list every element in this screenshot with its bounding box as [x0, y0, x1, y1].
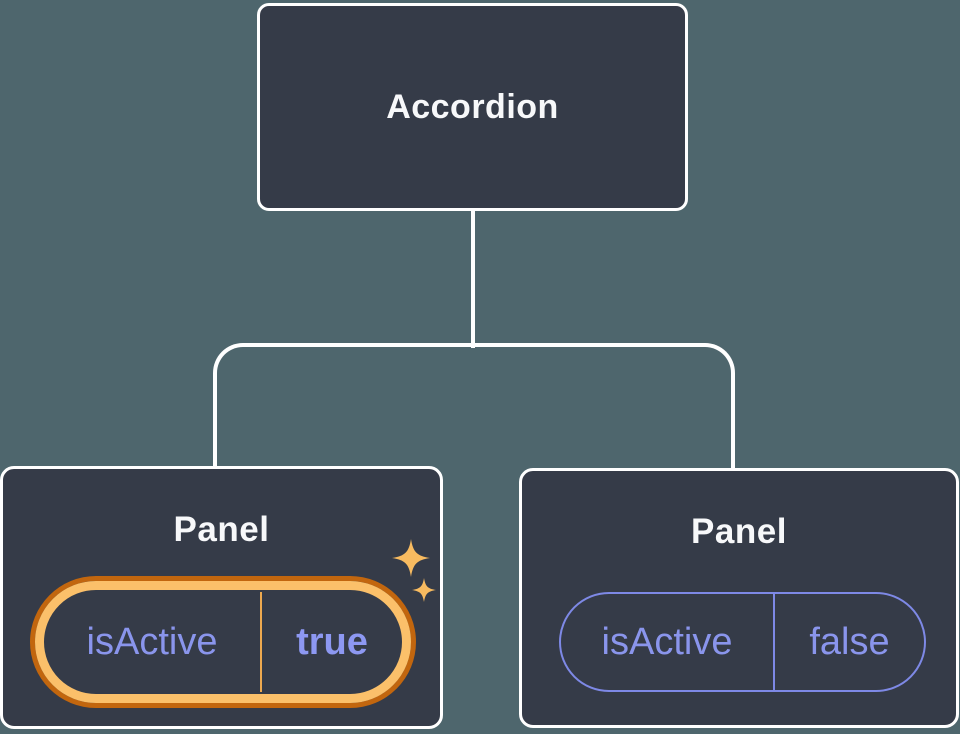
pill-divider [260, 592, 262, 692]
prop-value-label: false [809, 620, 890, 663]
prop-name-label: isActive [601, 620, 733, 663]
accordion-label: Accordion [386, 87, 559, 126]
connector-stem [471, 208, 475, 348]
panel-label: Panel [691, 512, 787, 551]
pill-divider [773, 594, 775, 690]
component-node-accordion: Accordion [257, 3, 688, 211]
state-pill-active: isActive true [35, 581, 411, 703]
panel-label: Panel [173, 510, 270, 549]
state-pill-inactive: isActive false [559, 592, 926, 692]
component-node-panel-active: Panel isActive true [0, 466, 443, 729]
connector-branch [213, 343, 735, 470]
sparkles-icon [392, 539, 436, 602]
component-node-panel-inactive: Panel isActive false [519, 468, 959, 728]
prop-value-label: true [296, 620, 368, 663]
prop-name-label: isActive [86, 620, 218, 663]
